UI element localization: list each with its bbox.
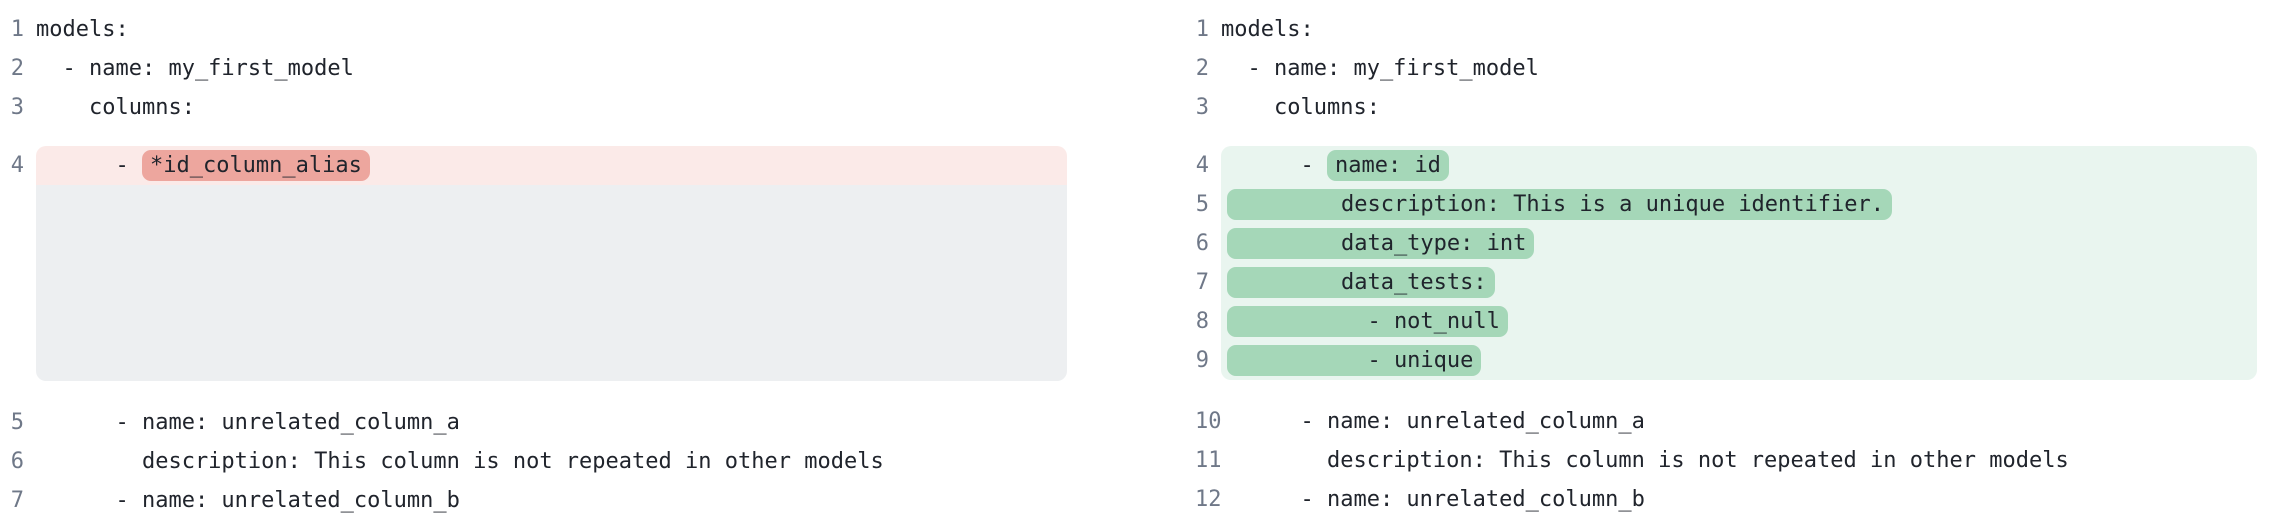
code-text: - name: unrelated_column_b bbox=[36, 481, 1067, 520]
code-line: 11 description: This column is not repea… bbox=[1195, 441, 2257, 480]
code-text: - name: unrelated_column_b bbox=[1221, 480, 2257, 519]
collapsed-lines-placeholder bbox=[10, 185, 1067, 381]
line-number: 10 bbox=[1195, 409, 1222, 434]
code-line-added: 9 - unique bbox=[1195, 341, 2257, 380]
code-line-added: 4 - name: id bbox=[1195, 146, 2257, 185]
code-line: 10 - name: unrelated_column_a bbox=[1195, 402, 2257, 441]
code-line: 2 - name: my_first_model bbox=[1195, 49, 2257, 88]
added-token-highlight: name: id bbox=[1326, 150, 1449, 181]
code-segment: - bbox=[36, 153, 142, 178]
line-number: 2 bbox=[10, 56, 24, 81]
removed-token-highlight: *id_column_alias bbox=[141, 150, 370, 181]
code-line-added: 7 data_tests: bbox=[1195, 263, 2257, 302]
code-line: 3 columns: bbox=[1195, 88, 2257, 127]
code-segment: - bbox=[1221, 153, 1327, 178]
code-segment: - name: unrelated_column_b bbox=[1221, 487, 1645, 512]
code-text: columns: bbox=[36, 88, 1067, 127]
code-text: data_type: int bbox=[1221, 224, 2257, 263]
line-number: 5 bbox=[10, 410, 24, 435]
line-number bbox=[10, 185, 36, 381]
code-text: - not_null bbox=[1221, 302, 2257, 341]
code-segment: models: bbox=[1221, 17, 1314, 42]
code-line-added: 8 - not_null bbox=[1195, 302, 2257, 341]
line-number: 4 bbox=[1195, 153, 1209, 178]
line-number: 4 bbox=[10, 153, 24, 178]
code-text: - *id_column_alias bbox=[36, 146, 1067, 185]
code-text: models: bbox=[36, 10, 1067, 49]
added-token-highlight: data_type: int bbox=[1227, 228, 1535, 259]
line-number: 6 bbox=[1195, 231, 1209, 256]
line-number: 5 bbox=[1195, 192, 1209, 217]
code-line: 7 - name: unrelated_column_b bbox=[10, 481, 1067, 520]
added-token-highlight: - unique bbox=[1227, 345, 1482, 376]
code-line-added: 6 data_type: int bbox=[1195, 224, 2257, 263]
line-number: 2 bbox=[1195, 56, 1209, 81]
code-segment: columns: bbox=[36, 95, 195, 120]
code-text: - name: unrelated_column_a bbox=[1221, 402, 2257, 441]
line-number: 12 bbox=[1195, 487, 1222, 512]
code-segment: - name: unrelated_column_a bbox=[36, 410, 460, 435]
code-segment: columns: bbox=[1221, 95, 1380, 120]
line-number: 7 bbox=[10, 488, 24, 513]
code-segment: - name: my_first_model bbox=[36, 56, 354, 81]
code-line: 1 models: bbox=[1195, 10, 2257, 49]
code-text: models: bbox=[1221, 10, 2257, 49]
code-text: data_tests: bbox=[1221, 263, 2257, 302]
code-text: columns: bbox=[1221, 88, 2257, 127]
code-segment: - name: unrelated_column_b bbox=[36, 488, 460, 513]
line-number: 1 bbox=[10, 17, 24, 42]
code-line-removed: 4 - *id_column_alias bbox=[10, 146, 1067, 185]
code-line: 6 description: This column is not repeat… bbox=[10, 442, 1067, 481]
code-text bbox=[36, 185, 1067, 381]
line-number: 1 bbox=[1195, 17, 1209, 42]
code-line: 5 - name: unrelated_column_a bbox=[10, 403, 1067, 442]
code-text: - unique bbox=[1221, 341, 2257, 380]
added-token-highlight: data_tests: bbox=[1227, 267, 1495, 298]
code-text: - name: id bbox=[1221, 146, 2257, 185]
code-text: description: This column is not repeated… bbox=[36, 442, 1067, 481]
code-text: - name: unrelated_column_a bbox=[36, 403, 1067, 442]
line-number: 7 bbox=[1195, 270, 1209, 295]
line-number: 3 bbox=[10, 95, 24, 120]
line-number: 8 bbox=[1195, 309, 1209, 334]
line-number: 3 bbox=[1195, 95, 1209, 120]
code-segment: - name: my_first_model bbox=[1221, 56, 1539, 81]
code-line: 12 - name: unrelated_column_b bbox=[1195, 480, 2257, 519]
code-segment: models: bbox=[36, 17, 129, 42]
added-token-highlight: description: This is a unique identifier… bbox=[1227, 189, 1893, 220]
code-text: - name: my_first_model bbox=[1221, 49, 2257, 88]
code-line: 3 columns: bbox=[10, 88, 1067, 127]
code-line: 1 models: bbox=[10, 10, 1067, 49]
code-line-added: 5 description: This is a unique identifi… bbox=[1195, 185, 2257, 224]
code-segment: description: This column is not repeated… bbox=[36, 449, 884, 474]
added-token-highlight: - not_null bbox=[1227, 306, 1508, 337]
code-segment: description: This column is not repeated… bbox=[1221, 448, 2069, 473]
code-text: description: This is a unique identifier… bbox=[1221, 185, 2257, 224]
code-text: description: This column is not repeated… bbox=[1221, 441, 2257, 480]
line-number: 6 bbox=[10, 449, 24, 474]
line-number: 9 bbox=[1195, 348, 1209, 373]
code-text: - name: my_first_model bbox=[36, 49, 1067, 88]
code-segment: - name: unrelated_column_a bbox=[1221, 409, 1645, 434]
line-number: 11 bbox=[1195, 448, 1222, 473]
code-line: 2 - name: my_first_model bbox=[10, 49, 1067, 88]
